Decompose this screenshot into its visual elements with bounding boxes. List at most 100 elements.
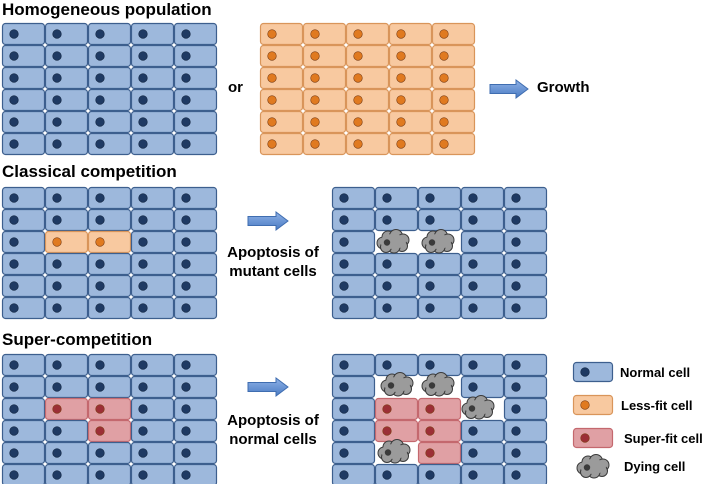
normal-cell	[460, 375, 505, 399]
normal-cell	[1, 186, 46, 210]
legend-label-lessfit: Less-fit cell	[621, 398, 693, 413]
homogeneous-lessfit-grid	[259, 22, 476, 156]
normal-cell	[503, 353, 548, 377]
normal-cell	[1, 44, 46, 68]
lessfit-cell	[345, 88, 390, 112]
normal-cell	[87, 463, 132, 484]
normal-cell	[87, 375, 132, 399]
dying-cell	[376, 229, 410, 254]
normal-cell	[460, 296, 505, 320]
normal-cell	[44, 252, 89, 276]
normal-cell	[130, 66, 175, 90]
normal-cell	[130, 208, 175, 232]
lessfit-cell	[388, 44, 433, 68]
homogeneous-normal-grid	[1, 22, 218, 156]
normal-cell	[44, 296, 89, 320]
normal-cell	[44, 110, 89, 134]
normal-cell	[331, 463, 376, 484]
normal-cell	[503, 419, 548, 443]
normal-cell	[331, 441, 376, 465]
normal-cell	[1, 22, 46, 46]
normal-cell	[503, 208, 548, 232]
normal-cell	[44, 353, 89, 377]
super-arrow	[247, 377, 289, 397]
dying-cell	[421, 372, 455, 397]
lessfit-cell	[302, 110, 347, 134]
normal-cell	[130, 375, 175, 399]
normal-cell	[331, 252, 376, 276]
normal-cell	[173, 44, 218, 68]
classical-arrow	[247, 211, 289, 231]
legend-label-normal: Normal cell	[620, 365, 691, 380]
title-super-competition: Super-competition	[2, 330, 153, 349]
lessfit-cell	[302, 44, 347, 68]
normal-cell	[130, 274, 175, 298]
normal-cell	[374, 186, 419, 210]
normal-cell	[374, 296, 419, 320]
normal-cell	[130, 419, 175, 443]
dying-cell	[377, 439, 411, 464]
normal-cell	[503, 296, 548, 320]
normal-cell	[44, 441, 89, 465]
normal-cell	[1, 441, 46, 465]
normal-cell	[130, 88, 175, 112]
normal-cell	[130, 463, 175, 484]
normal-cell	[374, 208, 419, 232]
normal-cell	[417, 186, 462, 210]
superfit-cell	[87, 419, 132, 443]
normal-cell	[331, 186, 376, 210]
lessfit-cell	[44, 230, 89, 254]
normal-cell	[130, 397, 175, 421]
lessfit-cell	[302, 132, 347, 156]
normal-cell	[44, 66, 89, 90]
normal-cell	[87, 22, 132, 46]
normal-cell	[503, 252, 548, 276]
normal-cell	[130, 132, 175, 156]
lessfit-cell	[259, 88, 304, 112]
normal-cell	[44, 208, 89, 232]
normal-cell	[374, 252, 419, 276]
lessfit-cell	[388, 88, 433, 112]
normal-cell	[173, 66, 218, 90]
superfit-cell	[44, 397, 89, 421]
normal-cell	[173, 186, 218, 210]
normal-cell	[173, 132, 218, 156]
normal-cell	[1, 66, 46, 90]
normal-cell	[87, 296, 132, 320]
legend-label-dying: Dying cell	[624, 459, 686, 474]
normal-cell	[503, 463, 548, 484]
normal-cell	[87, 441, 132, 465]
lessfit-cell	[345, 44, 390, 68]
normal-cell	[331, 375, 376, 399]
super-before-grid	[1, 353, 218, 484]
lessfit-cell	[345, 110, 390, 134]
lessfit-cell	[259, 66, 304, 90]
normal-cell	[130, 296, 175, 320]
lessfit-cell	[431, 110, 476, 134]
normal-cell	[173, 274, 218, 298]
label-growth: Growth	[537, 79, 590, 96]
normal-cell	[130, 110, 175, 134]
normal-cell	[1, 397, 46, 421]
normal-cell	[130, 230, 175, 254]
classical-before-grid	[1, 186, 218, 320]
normal-cell	[87, 274, 132, 298]
normal-cell	[173, 22, 218, 46]
normal-cell	[417, 353, 462, 377]
superfit-cell	[374, 397, 419, 421]
normal-cell	[44, 186, 89, 210]
normal-cell	[173, 419, 218, 443]
normal-cell	[87, 186, 132, 210]
superfit-cell	[417, 397, 462, 421]
normal-cell	[503, 375, 548, 399]
normal-cell	[87, 44, 132, 68]
normal-cell	[417, 296, 462, 320]
dying-cell	[421, 229, 455, 254]
normal-cell	[1, 252, 46, 276]
normal-cell	[374, 274, 419, 298]
normal-cell	[130, 252, 175, 276]
normal-cell	[87, 208, 132, 232]
normal-cell	[460, 186, 505, 210]
lessfit-cell	[431, 88, 476, 112]
